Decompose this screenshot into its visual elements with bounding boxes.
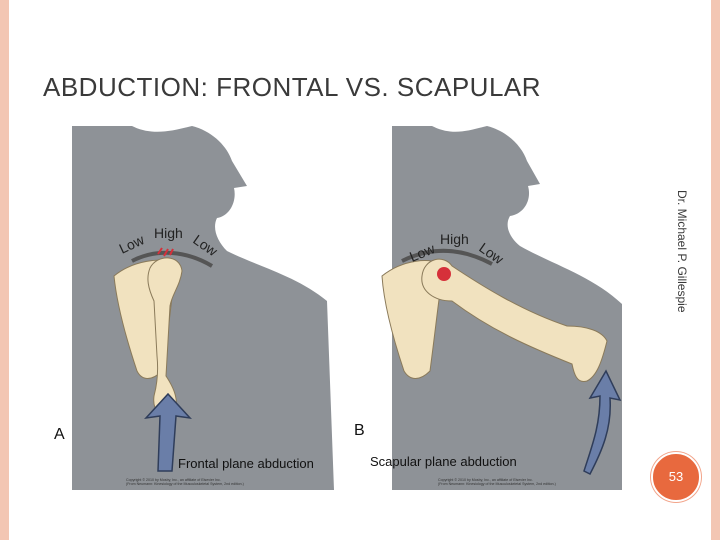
impingement-zone <box>437 267 451 281</box>
slide-title: ABDUCTION: FRONTAL VS. SCAPULAR <box>43 72 541 103</box>
panel-letter-a: A <box>54 426 65 444</box>
frontal-illustration: Low High Low <box>62 126 352 490</box>
body-silhouette <box>72 126 334 490</box>
caption-frontal: Frontal plane abduction <box>178 456 314 471</box>
scapular-illustration: Low High Low <box>352 126 642 490</box>
panel-letter-b: B <box>354 422 365 440</box>
copyright-b: Copyright © 2010 by Mosby, Inc., an affi… <box>438 478 556 487</box>
author-credit: Dr. Michael P. Gillespie <box>675 190 689 313</box>
label-high: High <box>154 225 183 241</box>
anatomy-figure: Low High Low A Frontal plane abduction C… <box>62 126 642 490</box>
slide: ABDUCTION: FRONTAL VS. SCAPULAR Low High <box>9 0 711 540</box>
page-number-badge: 53 <box>651 452 701 502</box>
label-high: High <box>440 231 469 247</box>
panel-scapular: Low High Low B Scapular plane abduction … <box>352 126 642 490</box>
panel-frontal: Low High Low A Frontal plane abduction C… <box>62 126 352 490</box>
caption-scapular: Scapular plane abduction <box>370 454 517 469</box>
copyright-a: Copyright © 2010 by Mosby, Inc., an affi… <box>126 478 244 487</box>
